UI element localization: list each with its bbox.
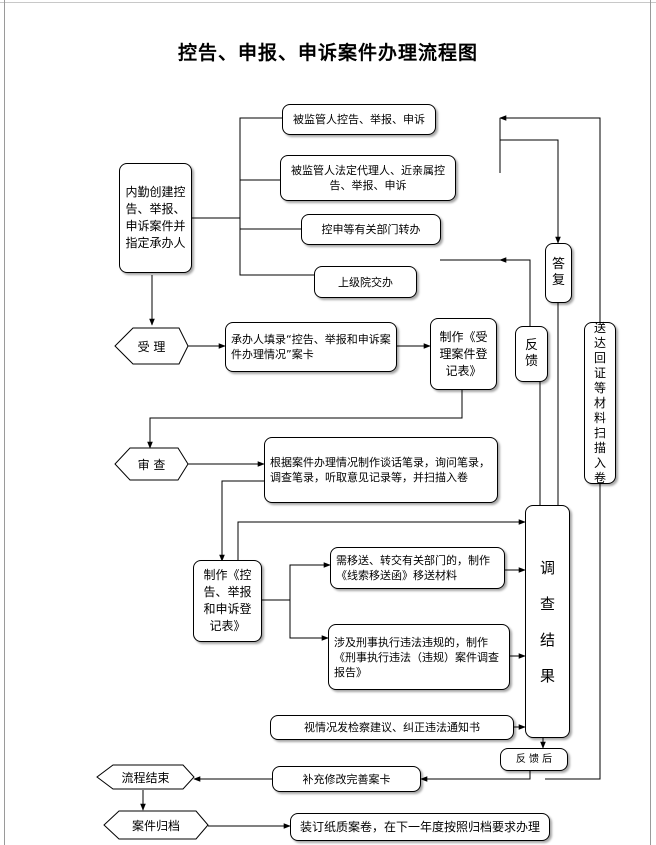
branch-line	[262, 562, 331, 601]
branch-criminal	[289, 600, 329, 641]
investigation-result-box: 调查结果	[525, 505, 570, 738]
accept-label: 受 理	[137, 339, 166, 354]
criminal-report-box: 涉及刑事执行违法违规的，制作《刑事执行违法（违规）案件调查报告》	[328, 624, 510, 690]
page-right-border	[650, 0, 651, 845]
transfer-box: 需移送、转交有关部门的，制作《线索移送函》移送材料	[330, 547, 505, 589]
source-transfer-box: 控申等有关部门转办	[301, 214, 441, 245]
diagram-title: 控告、申报、申诉案件办理流程图	[177, 42, 478, 64]
send-back-box: 送达回证等材料扫描入卷	[584, 321, 616, 485]
sendback-line	[499, 115, 601, 322]
feedback-box: 反馈	[515, 326, 548, 382]
sendback-down	[568, 484, 601, 780]
feedback-return-line	[499, 257, 531, 326]
arrow-register-review	[147, 389, 463, 449]
make-form-box: 制作《控告、举报和申诉登记表》	[193, 560, 262, 642]
make-records-box: 根据案件办理情况制作谈话笔录，询问笔录，调查笔录，听取意见记录等，并扫描入卷	[264, 437, 498, 503]
reply-box: 答复	[545, 243, 572, 303]
reply-return-line	[499, 139, 561, 244]
source-relatives-box: 被监管人法定代理人、近亲属控告、举报、申诉	[280, 155, 456, 201]
suggestion-box: 视情况发检察建议、纠正违法通知书	[270, 715, 514, 740]
source-superior-box: 上级院交办	[314, 266, 417, 298]
supplement-card-box: 补充修改完善案卡	[272, 766, 421, 792]
flow-end-label: 流程结束	[121, 770, 170, 785]
after-feedback-box: 反 馈 后	[500, 748, 568, 771]
end-hexagon	[96, 764, 195, 790]
archive-label: 案件归档	[131, 818, 180, 833]
review-hexagon	[114, 447, 189, 481]
arrow-records-form	[219, 480, 264, 562]
arrow-form-result	[237, 519, 526, 560]
page-top-border	[0, 2, 656, 3]
sources-bracket	[239, 117, 314, 276]
register-form-box: 制作《受理案件登记表》	[430, 318, 497, 390]
bind-volume-box: 装订纸质案卷，在下一年度按照归档要求办理	[290, 813, 550, 841]
source-detainee-box: 被监管人控告、举报、申诉	[282, 104, 436, 135]
archive-hexagon	[103, 810, 209, 840]
create-case-box: 内勤创建控告、举报、申诉案件并指定承办人	[119, 163, 192, 273]
accept-hexagon	[114, 327, 189, 365]
review-label: 审 查	[137, 457, 166, 472]
page-left-border	[4, 0, 5, 845]
fill-card-box: 承办人填录“控告、举报和申诉案件办理情况”案卡	[225, 322, 397, 372]
